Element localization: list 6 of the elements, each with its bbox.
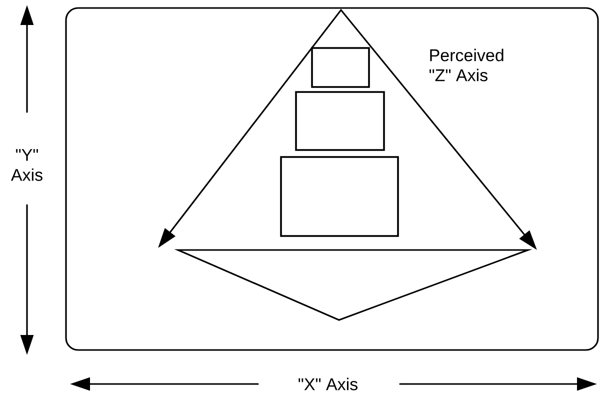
axis-label: "X" Axis [298, 378, 358, 390]
box [295, 91, 385, 151]
axis-label: "Y" Axis [10, 149, 42, 181]
box [311, 47, 370, 88]
axis-label: Perceived "Z" Axis [430, 48, 504, 82]
box [280, 156, 399, 237]
